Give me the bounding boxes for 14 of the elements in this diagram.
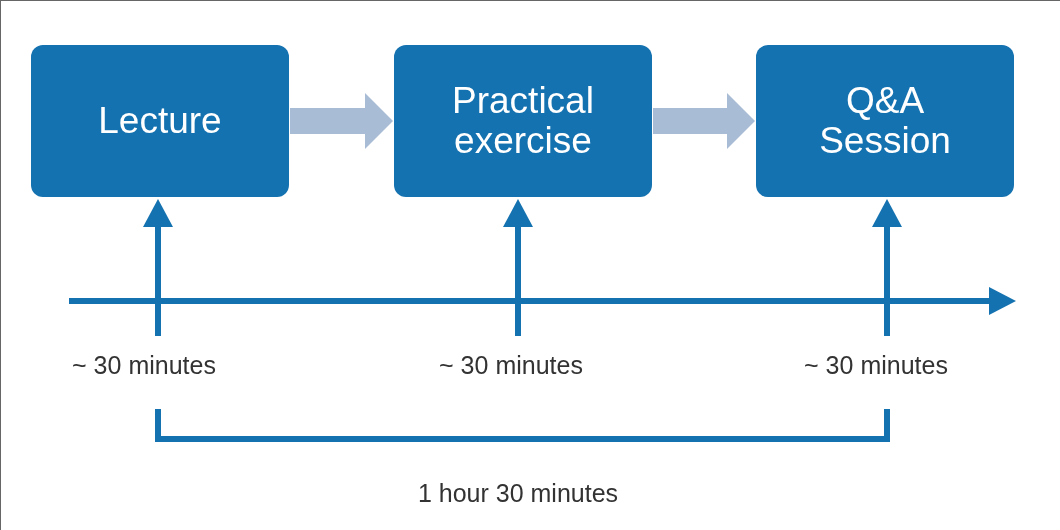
activity-title: Practical exercise — [451, 81, 595, 161]
duration-label: ~ 30 minutes — [72, 351, 216, 380]
arrow — [872, 199, 902, 336]
activity-title: Lecture — [98, 101, 222, 141]
arrow — [143, 199, 173, 336]
duration-label: ~ 30 minutes — [804, 351, 948, 380]
activity-box — [756, 45, 1014, 197]
chevron-arrow — [653, 93, 755, 149]
total-duration-label: 1 hour 30 minutes — [417, 479, 619, 508]
activity-title: Q&A Session — [818, 81, 952, 161]
activity-box — [394, 45, 652, 197]
duration-label: ~ 30 minutes — [439, 351, 583, 380]
arrow — [503, 199, 533, 336]
activity-box — [31, 45, 289, 197]
